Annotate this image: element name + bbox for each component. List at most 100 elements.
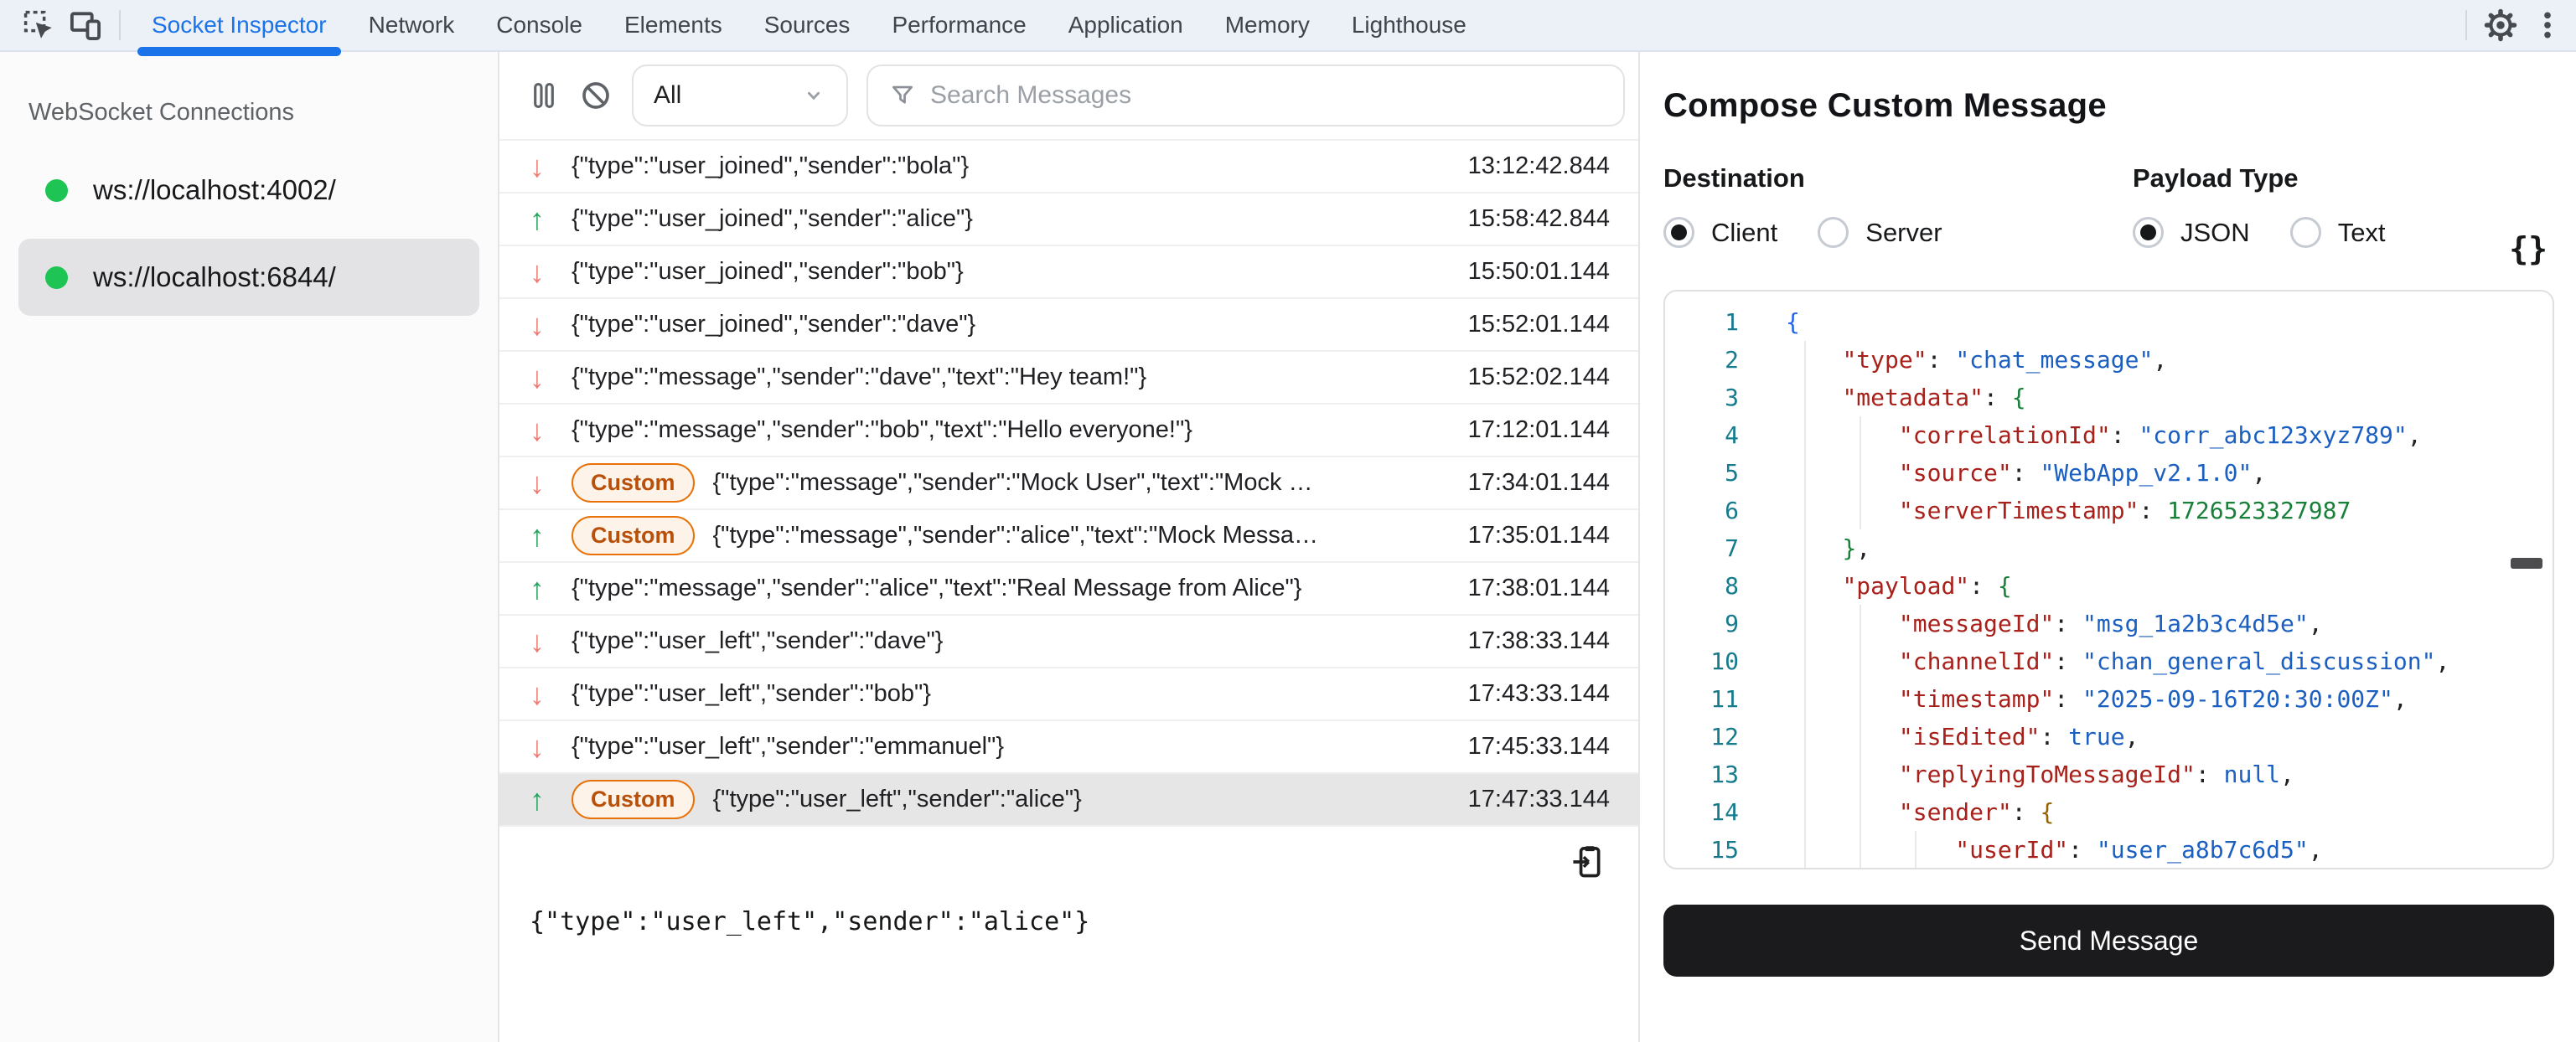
editor-line: 10 "channelId": "chan_general_discussion… <box>1665 642 2553 680</box>
message-list: ↓ {"type":"user_joined","sender":"bola"} 1… <box>499 139 1638 827</box>
editor-line: 1{ <box>1665 303 2553 341</box>
message-row[interactable]: ↑{"type":"user_joined","sender":"alice"}… <box>499 193 1638 246</box>
messages-toolbar: All <box>499 52 1638 139</box>
line-number: 10 <box>1710 647 1739 675</box>
message-timestamp: 17:43:33.144 <box>1467 680 1610 707</box>
message-payload: {"type":"user_joined","sender":"dave"} <box>572 311 976 338</box>
message-row[interactable]: ↑Custom{"type":"message","sender":"alice… <box>499 510 1638 563</box>
payload-type-options: JSON Text <box>2133 217 2554 248</box>
editor-line: 12 "isEdited": true, <box>1665 718 2553 756</box>
tab-console[interactable]: Console <box>496 12 582 38</box>
status-dot <box>45 266 68 289</box>
radio-client[interactable]: Client <box>1663 217 1777 248</box>
message-row[interactable]: ↓{"type":"user_left","sender":"dave"}17:… <box>499 616 1638 668</box>
payload-type-label: Payload Type <box>2133 163 2299 193</box>
device-toolbar-button[interactable] <box>62 2 109 49</box>
line-code: { <box>1786 308 1800 336</box>
settings-gear-button[interactable] <box>2477 2 2524 49</box>
editor-line: 2 "type": "chat_message", <box>1665 341 2553 379</box>
message-row[interactable]: ↓{"type":"user_joined","sender":"bola"}1… <box>499 141 1638 193</box>
message-row[interactable]: ↓Custom{"type":"message","sender":"Mock … <box>499 457 1638 510</box>
gear-icon <box>2484 8 2517 42</box>
line-code: "serverTimestamp": 1726523327987 <box>1898 497 2351 524</box>
message-row[interactable]: ↓{"type":"user_left","sender":"bob"}17:4… <box>499 668 1638 721</box>
message-row[interactable]: ↓{"type":"message","sender":"bob","text"… <box>499 405 1638 457</box>
editor-line: 6 "serverTimestamp": 1726523327987 <box>1665 492 2553 529</box>
message-row[interactable]: ↓{"type":"message","sender":"dave","text… <box>499 352 1638 405</box>
radio-label: Text <box>2337 217 2386 247</box>
toolbar-divider <box>119 10 121 40</box>
inspect-cursor-icon <box>23 10 52 39</box>
tab-performance[interactable]: Performance <box>892 12 1027 38</box>
message-row[interactable]: ↑Custom{"type":"user_left","sender":"ali… <box>499 774 1638 827</box>
compose-panel: Compose Custom Message Destination Clien… <box>1640 52 2576 1042</box>
tab-sources[interactable]: Sources <box>763 12 851 38</box>
message-timestamp: 17:47:33.144 <box>1467 786 1610 812</box>
line-code: "correlationId": "corr_abc123xyz789", <box>1898 421 2422 449</box>
radio-dot <box>1818 217 1849 248</box>
message-row[interactable]: ↑{"type":"message","sender":"alice","tex… <box>499 563 1638 616</box>
message-payload: {"type":"user_joined","sender":"bob"} <box>572 258 964 285</box>
more-options-button[interactable] <box>2524 2 2571 49</box>
line-number: 12 <box>1710 723 1739 751</box>
message-row[interactable]: ↓{"type":"user_joined","sender":"dave"}1… <box>499 299 1638 352</box>
editor-line: 9 "messageId": "msg_1a2b3c4d5e", <box>1665 605 2553 642</box>
tab-network[interactable]: Network <box>368 12 455 38</box>
line-number: 2 <box>1725 346 1739 374</box>
connection-url: ws://localhost:6844/ <box>93 261 336 292</box>
indent-guide <box>1860 416 1861 529</box>
destination-label: Destination <box>1663 163 1805 193</box>
radio-text[interactable]: Text <box>2289 217 2386 248</box>
tab-lighthouse[interactable]: Lighthouse <box>1351 12 1466 38</box>
arrow-down-icon: ↓ <box>530 623 545 658</box>
message-timestamp: 17:38:33.144 <box>1467 627 1610 654</box>
pause-button[interactable] <box>521 73 566 118</box>
message-payload: {"type":"message","sender":"dave","text"… <box>572 364 1147 390</box>
message-filter-dropdown[interactable]: All <box>632 64 848 126</box>
tab-socket-inspector[interactable]: Socket Inspector <box>131 0 348 56</box>
line-number: 14 <box>1710 798 1739 826</box>
message-payload: {"type":"message","sender":"bob","text":… <box>572 416 1192 443</box>
line-number: 3 <box>1725 384 1739 411</box>
search-input[interactable] <box>930 81 1603 110</box>
message-payload: {"type":"user_joined","sender":"bola"} <box>572 152 970 179</box>
arrow-down-icon: ↓ <box>530 465 545 500</box>
arrow-up-icon: ↑ <box>530 518 545 553</box>
radio-server[interactable]: Server <box>1818 217 1942 248</box>
message-timestamp: 17:35:01.144 <box>1467 522 1610 549</box>
radio-json[interactable]: JSON <box>2133 217 2250 248</box>
clear-messages-button[interactable] <box>573 73 618 118</box>
copy-message-icon <box>1573 846 1601 878</box>
send-message-button[interactable]: Send Message <box>1663 905 2554 977</box>
tab-memory[interactable]: Memory <box>1224 12 1310 38</box>
editor-line: 7 }, <box>1665 529 2553 567</box>
arrow-down-icon: ↓ <box>530 148 545 183</box>
message-row[interactable]: ↓{"type":"user_joined","sender":"bob"}15… <box>499 246 1638 299</box>
line-number: 7 <box>1725 534 1739 562</box>
status-dot <box>45 178 68 202</box>
format-json-button[interactable]: {} <box>2509 230 2548 267</box>
filter-selected-value: All <box>654 81 682 109</box>
line-code: "isEdited": true, <box>1898 723 2139 751</box>
line-number: 4 <box>1725 421 1739 449</box>
arrow-up-icon: ↑ <box>530 201 545 236</box>
line-number: 11 <box>1710 685 1739 713</box>
line-code: "channelId": "chan_general_discussion", <box>1898 647 2450 675</box>
tab-elements[interactable]: Elements <box>624 12 722 38</box>
editor-scrollbar-thumb[interactable] <box>2511 558 2542 569</box>
inspect-element-button[interactable] <box>15 2 62 49</box>
message-detail-panel: {"type":"user_left","sender":"alice"} <box>499 827 1638 1042</box>
tab-application[interactable]: Application <box>1068 12 1183 38</box>
indent-guide <box>1804 341 1806 868</box>
main-content: WebSocket Connections ws://localhost:400… <box>0 52 2576 1042</box>
toolbar-divider-right <box>2465 10 2467 40</box>
connection-item[interactable]: ws://localhost:6844/ <box>18 239 479 316</box>
json-editor[interactable]: 1{2 "type": "chat_message",3 "metadata":… <box>1663 290 2554 869</box>
connection-item[interactable]: ws://localhost:4002/ <box>18 152 479 229</box>
messages-panel: All ↓ {"type":"user_joined","sender":"bol… <box>499 52 1640 1042</box>
connections-sidebar: WebSocket Connections ws://localhost:400… <box>0 52 499 1042</box>
message-row[interactable]: ↓{"type":"user_left","sender":"emmanuel"… <box>499 721 1638 774</box>
pause-icon <box>534 82 554 109</box>
copy-to-compose-button[interactable] <box>1568 843 1605 885</box>
